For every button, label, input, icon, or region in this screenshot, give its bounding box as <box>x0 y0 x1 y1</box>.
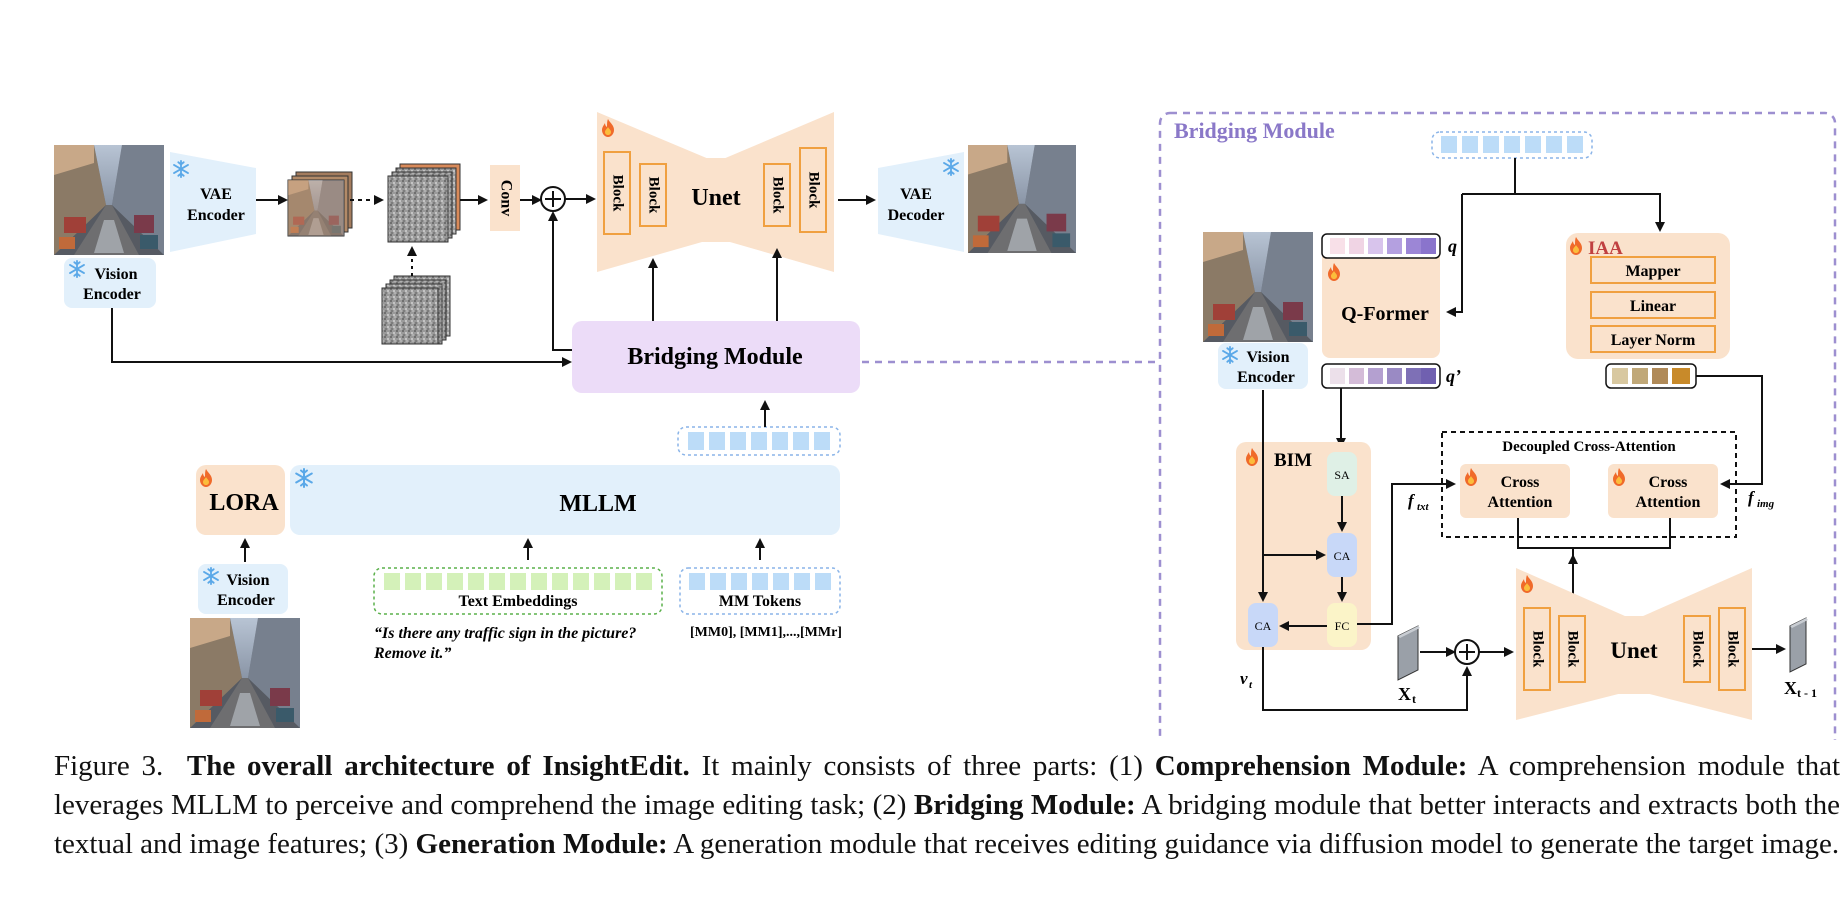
mm-token-list: [MM0], [MM1],...,[MMr] <box>690 625 842 640</box>
vision-encoder-bottom: Vision Encoder <box>198 564 288 614</box>
add-operator <box>540 186 566 212</box>
conv-label: Conv <box>497 180 514 216</box>
ca-label: CA <box>1334 549 1351 563</box>
svg-text:Block: Block <box>1530 631 1546 668</box>
svg-text:img: img <box>1757 498 1775 510</box>
svg-text:Encoder: Encoder <box>1237 369 1295 386</box>
vision-encoder-right: Vision Encoder <box>1218 343 1308 389</box>
svg-text:Block: Block <box>770 177 786 214</box>
vae-encoder-label-1: VAE <box>200 186 232 203</box>
caption-prefix: Figure 3. <box>54 750 164 782</box>
image-feature-tokens <box>1605 363 1697 389</box>
svg-text:CA: CA <box>1255 619 1272 633</box>
mm-token-row-right <box>1431 131 1593 159</box>
bim-label: BIM <box>1274 450 1312 471</box>
panel-title: Bridging Module <box>1174 118 1335 143</box>
svg-text:Linear: Linear <box>1630 298 1676 315</box>
svg-text:Block: Block <box>1565 631 1581 668</box>
svg-text:v: v <box>1240 669 1248 688</box>
conv-block: Conv <box>490 165 520 231</box>
fc-label: FC <box>1335 619 1350 633</box>
svg-text:Mapper: Mapper <box>1625 263 1680 280</box>
figure-caption: Figure 3. The overall architecture of In… <box>54 750 1840 860</box>
svg-text:txt: txt <box>1417 501 1430 513</box>
mllm-box: MLLM <box>290 465 840 535</box>
unet-right-label: Unet <box>1610 638 1658 663</box>
bridging-module-box: Bridging Module <box>572 321 860 393</box>
iaa-label: IAA <box>1588 238 1623 259</box>
unet-top: Block Block Block Block Unet <box>597 112 834 272</box>
svg-text:Cross: Cross <box>1501 474 1540 491</box>
xt-latent <box>1397 625 1420 681</box>
instruction-text-1: “Is there any traffic sign in the pictur… <box>374 625 636 642</box>
vision-encoder-top: Vision Encoder <box>64 258 156 308</box>
vision-encoder-label-1: Vision <box>95 266 138 283</box>
mm-tokens: MM Tokens <box>679 567 841 615</box>
decoupled-cross-attention: Decoupled Cross-Attention Cross Attentio… <box>1441 431 1737 538</box>
add-operator-right <box>1454 639 1480 665</box>
q-prime-label: q’ <box>1446 366 1461 386</box>
svg-text:f: f <box>1408 491 1416 510</box>
unet-label: Unet <box>691 185 740 211</box>
svg-text:Block: Block <box>806 172 822 209</box>
lora-box: LORA <box>196 465 285 535</box>
image-latent-stack <box>287 171 353 237</box>
q-label: q <box>1448 236 1457 256</box>
svg-text:f: f <box>1748 488 1756 507</box>
svg-text:t - 1: t - 1 <box>1797 686 1817 700</box>
svg-text:Encoder: Encoder <box>217 592 275 609</box>
bim-block: BIM SA CA FC CA <box>1236 442 1371 650</box>
text-embeddings-label: Text Embeddings <box>459 593 578 610</box>
mllm-label: MLLM <box>559 491 636 517</box>
svg-text:Attention: Attention <box>1488 494 1553 511</box>
q-former: Q-Former <box>1322 248 1440 358</box>
svg-text:Attention: Attention <box>1636 494 1701 511</box>
vae-encoder-label-2: Encoder <box>187 207 245 224</box>
instruction-text-2: Remove it.” <box>373 645 451 662</box>
decoupled-title: Decoupled Cross-Attention <box>1502 439 1676 455</box>
svg-text:Vision: Vision <box>227 572 270 589</box>
vae-decoder: VAE Decoder <box>878 152 964 252</box>
q-former-label: Q-Former <box>1341 303 1429 325</box>
svg-text:Cross: Cross <box>1649 474 1688 491</box>
svg-text:Block: Block <box>610 175 626 212</box>
xt1-label: X <box>1784 678 1797 698</box>
q-query-tokens <box>1321 233 1441 259</box>
svg-text:t: t <box>1249 679 1253 691</box>
iaa-block: IAA Mapper Linear Layer Norm <box>1566 233 1730 359</box>
svg-text:Block: Block <box>1725 631 1741 668</box>
mm-token-row-top <box>677 426 841 456</box>
svg-text:Block: Block <box>1690 631 1706 668</box>
lora-label: LORA <box>209 490 279 516</box>
noise-stack <box>381 275 451 345</box>
svg-text:t: t <box>1412 692 1416 706</box>
xt-label: X <box>1398 684 1411 704</box>
input-image-bottom <box>190 618 300 728</box>
xt1-latent <box>1789 617 1808 673</box>
architecture-diagram: Vision Encoder VAE Encoder Conv <box>54 111 1837 740</box>
mm-tokens-label: MM Tokens <box>719 593 801 610</box>
vae-decoder-label-1: VAE <box>900 186 932 203</box>
svg-text:Block: Block <box>646 177 662 214</box>
vision-encoder-label-2: Encoder <box>83 286 141 303</box>
noise-latent-stack <box>387 163 461 243</box>
vae-encoder: VAE Encoder <box>170 152 256 252</box>
unet-right: Block Block Block Block Unet <box>1516 568 1752 720</box>
svg-text:Vision: Vision <box>1247 349 1290 366</box>
output-image <box>968 145 1076 253</box>
vae-decoder-label-2: Decoder <box>888 207 945 224</box>
bridging-module-panel <box>1158 111 1837 740</box>
bridging-module-label: Bridging Module <box>627 344 803 370</box>
text-embeddings: Text Embeddings <box>373 567 663 615</box>
caption-title: The overall architecture of InsightEdit. <box>186 750 690 782</box>
input-image-right <box>1203 232 1313 342</box>
input-image <box>54 145 164 255</box>
svg-text:Layer Norm: Layer Norm <box>1611 332 1696 349</box>
q-prime-tokens <box>1321 363 1441 389</box>
sa-label: SA <box>1334 468 1350 482</box>
